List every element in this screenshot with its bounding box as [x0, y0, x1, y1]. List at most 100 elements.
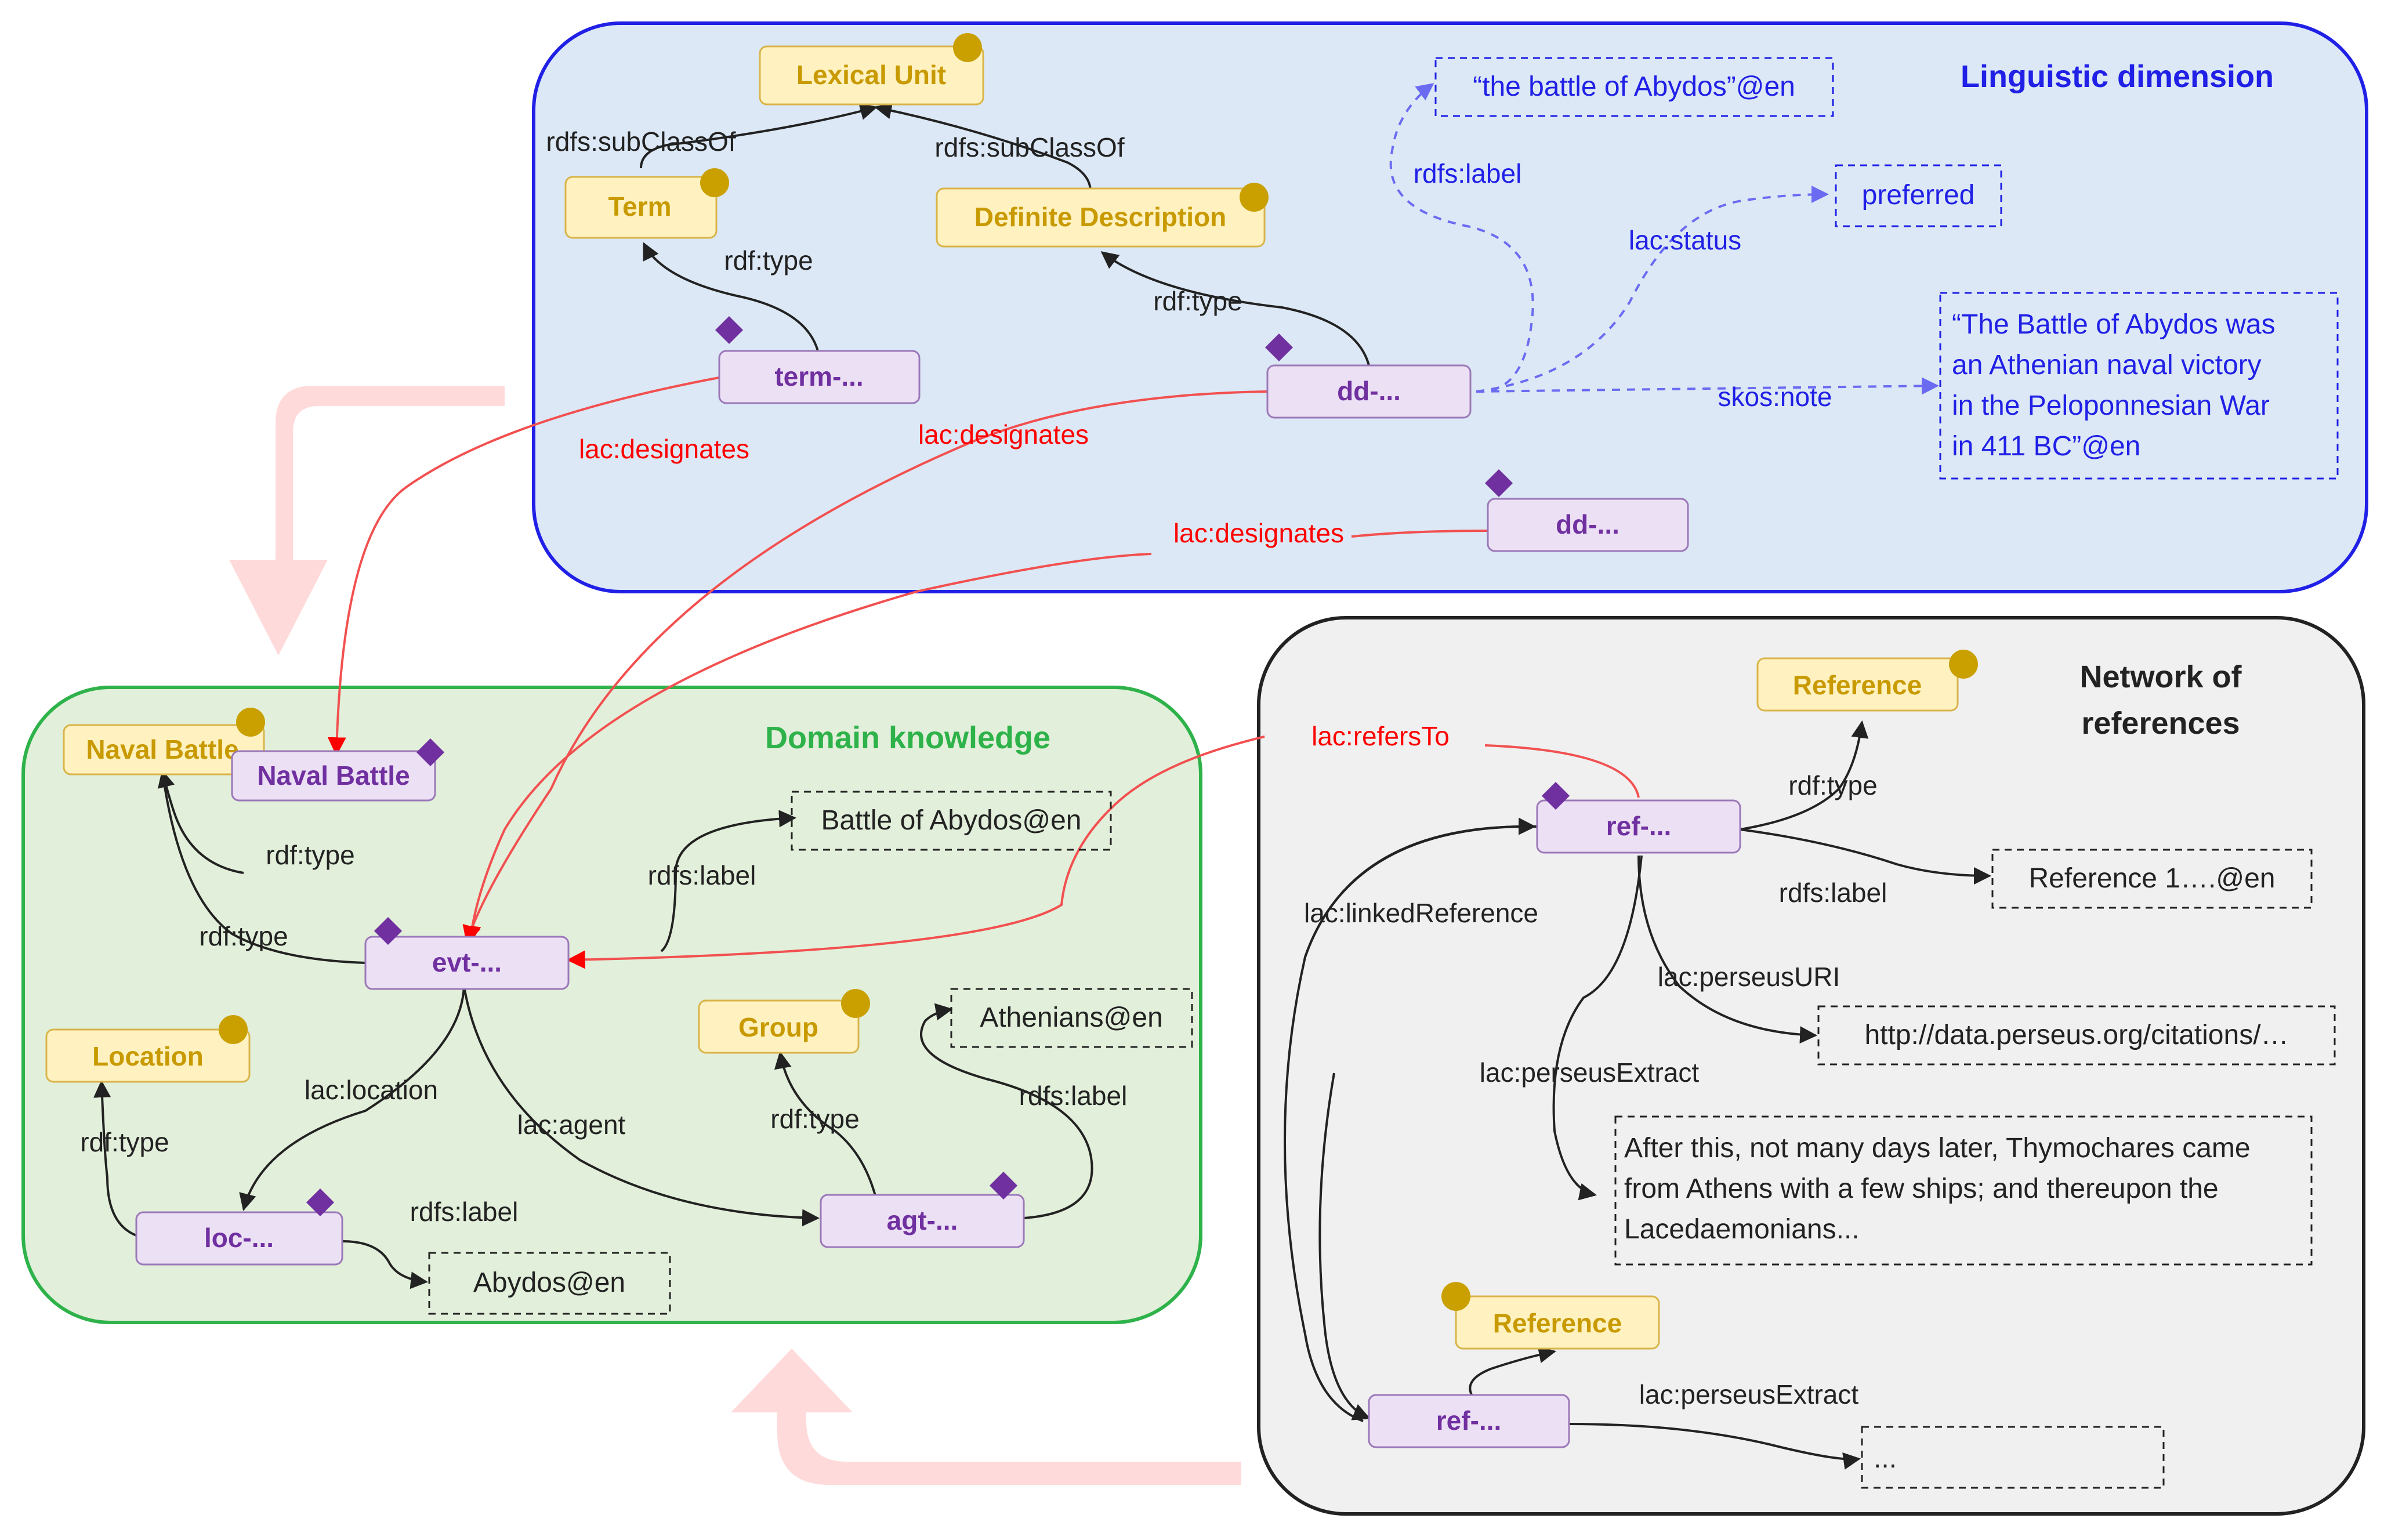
edge-type-ref — [1740, 720, 1869, 831]
panel-title-linguistic: Linguistic dimension — [1961, 59, 2274, 94]
individual-loc — [135, 1211, 343, 1266]
class-group-label: Group — [738, 1012, 818, 1042]
literal-perseus-uri — [1817, 1005, 2336, 1066]
edge-label-perseus-extract-2: lac:perseusExtract — [1639, 1379, 1859, 1409]
literal-extract — [1614, 1115, 2313, 1266]
edge-subclass-term — [640, 103, 878, 169]
linguistic-panel — [532, 21, 2368, 593]
edge-label-subclass-right: rdfs:subClassOf — [934, 132, 1124, 162]
literal-ellipsis-text: ... — [1874, 1443, 1897, 1474]
literal-ellipsis — [1861, 1426, 2165, 1489]
individual-agt — [820, 1194, 1025, 1248]
edge-label-designates-3: lac:designates — [1173, 518, 1344, 548]
class-dot-icon — [841, 989, 870, 1018]
panel-title-network-2: references — [2081, 706, 2240, 741]
literal-note-line-2: an Athenian naval victory — [1952, 350, 2262, 381]
edge-type-group — [774, 1051, 877, 1198]
class-dot-icon — [1949, 650, 1978, 679]
edge-perseus-uri — [1637, 855, 1817, 1044]
individual-ref-2 — [1368, 1394, 1570, 1448]
edge-skos-note — [1476, 377, 1939, 395]
individual-term — [718, 350, 921, 404]
edge-agent — [463, 985, 820, 1227]
edge-label-lac-status: lac:status — [1629, 225, 1741, 255]
edge-label-rdfs-label-agt: rdfs:label — [1019, 1081, 1128, 1111]
edge-perseus-extract — [1552, 855, 1643, 1201]
edge-label-agt — [920, 1003, 1093, 1219]
edge-location — [239, 985, 465, 1211]
edge-type-dd — [1100, 251, 1370, 366]
individual-loc-label: loc-... — [204, 1223, 274, 1253]
literal-note-line-1: “The Battle of Abydos was — [1952, 309, 2276, 340]
literal-preferred — [1835, 164, 2002, 227]
edge-type-naval-individual — [157, 770, 244, 874]
literal-reference-1-text: Reference 1….@en — [2029, 863, 2276, 894]
class-lexical-unit-label: Lexical Unit — [796, 60, 946, 90]
class-naval-battle — [63, 724, 265, 776]
flow-arrow-ling-to-domain — [229, 386, 505, 655]
class-reference-bottom — [1455, 1295, 1660, 1350]
class-dot-icon — [700, 168, 729, 197]
class-reference-bottom-label: Reference — [1493, 1308, 1622, 1338]
class-lexical-unit — [759, 45, 984, 106]
edge-label-type-dd: rdf:type — [1153, 286, 1242, 316]
diamond-icon — [1484, 469, 1513, 498]
network-panel — [1257, 616, 2365, 1516]
diamond-icon — [1265, 333, 1294, 362]
edge-label-type-location: rdf:type — [80, 1127, 169, 1157]
literal-extract-line-2: from Athens with a few ships; and thereu… — [1624, 1173, 2219, 1204]
edge-type-evt — [161, 771, 366, 964]
class-dot-icon — [953, 33, 982, 62]
literal-reference-1 — [1991, 849, 2313, 909]
individual-evt — [364, 936, 570, 990]
edge-lac-status — [1476, 186, 1829, 393]
edge-label-type-term: rdf:type — [724, 245, 813, 276]
edge-type-ref2 — [1469, 1346, 1556, 1399]
edge-type-location — [93, 1080, 137, 1237]
individual-dd-1-label: dd-... — [1337, 376, 1401, 406]
edge-subclass-dd — [874, 102, 1092, 192]
edge-label-rdfs-label-ling: rdfs:label — [1414, 158, 1522, 189]
class-term-label: Term — [608, 191, 671, 222]
literal-athenians — [950, 988, 1193, 1048]
individual-naval-battle-label: Naval Battle — [257, 760, 410, 791]
edge-label-rdfs-label-ref: rdfs:label — [1779, 878, 1887, 908]
literal-extract-line-1: After this, not many days later, Thymoch… — [1624, 1133, 2251, 1164]
flow-arrow-network-to-domain — [731, 1349, 1241, 1485]
class-definite-description-label: Definite Description — [974, 202, 1227, 232]
individual-naval-battle — [231, 750, 436, 802]
domain-panel — [21, 686, 1202, 1324]
literal-note — [1939, 292, 2339, 480]
individual-ref-1-label: ref-... — [1606, 811, 1671, 841]
edge-label-linked-reference: lac:linkedReference — [1304, 898, 1538, 928]
edge-label-lac-agent: lac:agent — [517, 1110, 626, 1140]
edge-designates-dd2 — [470, 530, 1488, 943]
literal-perseus-uri-text: http://data.perseus.org/citations/… — [1864, 1020, 2288, 1050]
class-naval-battle-label: Naval Battle — [86, 734, 238, 764]
individual-dd-2 — [1487, 498, 1689, 552]
literal-abydos — [428, 1252, 671, 1315]
edge-linked-reference-down — [1318, 1072, 1371, 1421]
individual-ref-2-label: ref-... — [1436, 1405, 1501, 1436]
individual-dd-1 — [1266, 364, 1472, 419]
individual-term-label: term-... — [774, 361, 863, 392]
literal-extract-line-3: Lacedaemonians... — [1624, 1214, 1860, 1245]
class-reference-top-label: Reference — [1793, 670, 1922, 700]
individual-dd-2-label: dd-... — [1556, 509, 1619, 539]
literal-note-line-4: in 411 BC”@en — [1952, 431, 2140, 462]
class-dot-icon — [1441, 1282, 1470, 1311]
edge-designates-term — [327, 376, 723, 756]
edge-refers-to — [568, 735, 1640, 960]
class-group — [698, 999, 860, 1054]
diamond-icon — [306, 1188, 335, 1217]
literal-preferred-text: preferred — [1862, 180, 1975, 211]
edge-type-term — [643, 242, 819, 352]
edge-label-rdfs-label-evt: rdfs:label — [648, 860, 756, 890]
edge-label-ref — [1740, 828, 1991, 885]
edge-label-designates-2: lac:designates — [918, 419, 1089, 450]
edge-rdfs-label-ling — [1389, 83, 1534, 393]
panel-title-domain: Domain knowledge — [765, 720, 1050, 755]
class-dot-icon — [219, 1015, 248, 1044]
class-term — [564, 176, 718, 239]
